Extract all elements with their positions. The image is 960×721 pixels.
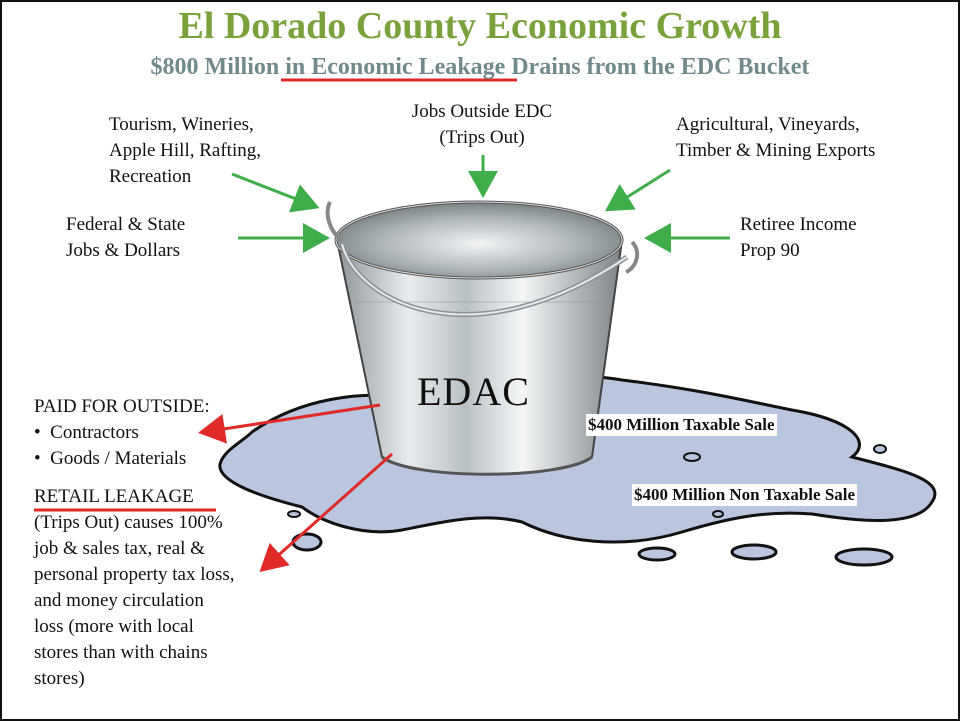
retail-line: stores) xyxy=(34,668,85,689)
inflow-agricultural-line: Timber & Mining Exports xyxy=(676,140,876,161)
outflow-arrows xyxy=(198,403,393,572)
inflow-federal-line: Federal & State xyxy=(66,214,186,235)
inflow-tourism-line: Apple Hill, Rafting, xyxy=(109,140,261,161)
inflow-tourism: Tourism, Wineries, Apple Hill, Rafting, … xyxy=(109,112,261,190)
inflow-retiree: Retiree Income Prop 90 xyxy=(740,212,857,264)
inflow-agricultural: Agricultural, Vineyards, Timber & Mining… xyxy=(676,112,875,164)
inflow-agricultural-line: Agricultural, Vineyards, xyxy=(676,114,860,135)
inflow-federal: Federal & State Jobs & Dollars xyxy=(66,212,185,264)
subtitle-prefix: $800 Million in xyxy=(150,54,312,80)
page-subtitle: $800 Million in Economic Leakage Drains … xyxy=(2,54,958,81)
bucket xyxy=(325,200,640,476)
inflow-jobs-outside: Jobs Outside EDC (Trips Out) xyxy=(392,99,572,151)
non-taxable-sale-label: $400 Million Non Taxable Sale xyxy=(632,484,858,506)
retail-line: (Trips Out) causes 100% xyxy=(34,512,223,533)
paid-title: PAID FOR OUTSIDE: xyxy=(34,396,210,417)
inflow-retiree-line: Retiree Income xyxy=(740,214,857,235)
retail-leakage: RETAIL LEAKAGE (Trips Out) causes 100% j… xyxy=(34,484,235,692)
page-title: El Dorado County Economic Growth xyxy=(178,5,782,47)
paid-item: • Contractors xyxy=(34,422,139,443)
subtitle-highlight: Economic Leakage xyxy=(311,54,506,80)
inflow-jobs-line: Jobs Outside EDC xyxy=(411,101,553,122)
subtitle-suffix: Drains from the EDC Bucket xyxy=(505,54,810,80)
retail-line: and money circulation xyxy=(34,590,204,611)
taxable-sale-label: $400 Million Taxable Sale xyxy=(586,414,777,436)
retail-line: loss (more with local xyxy=(34,616,194,637)
inflow-jobs-line: (Trips Out) xyxy=(439,127,525,148)
paid-item: • Goods / Materials xyxy=(34,448,187,469)
paid-for-outside: PAID FOR OUTSIDE: • Contractors • Goods … xyxy=(34,394,210,472)
inflow-retiree-line: Prop 90 xyxy=(740,240,800,261)
inflow-arrows xyxy=(231,155,730,253)
inflow-tourism-line: Tourism, Wineries, xyxy=(109,114,254,135)
bucket-label: EDAC xyxy=(417,369,530,414)
retail-line: job & sales tax, real & xyxy=(34,538,205,559)
inflow-tourism-line: Recreation xyxy=(109,166,192,187)
retail-line: personal property tax loss, xyxy=(34,564,235,585)
retail-title: RETAIL LEAKAGE xyxy=(34,486,194,507)
retail-line: stores than with chains xyxy=(34,642,208,663)
inflow-federal-line: Jobs & Dollars xyxy=(66,240,180,261)
